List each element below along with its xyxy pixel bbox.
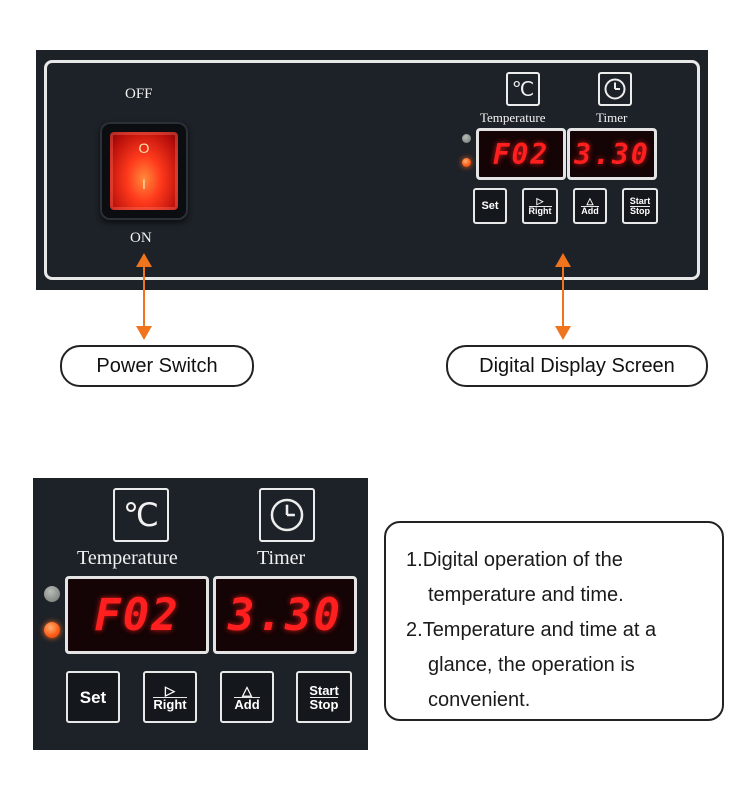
feature-2: 2.Temperature and time at a	[406, 619, 657, 641]
right-button-large[interactable]: ▷ Right	[143, 671, 197, 723]
feature-2-cont: glance, the operation is	[428, 654, 635, 676]
feature-2-cont2: convenient.	[428, 689, 531, 711]
switch-on-mark: I	[142, 176, 146, 192]
clock-icon-large	[259, 488, 315, 542]
off-label: OFF	[125, 86, 153, 102]
timer-label: Timer	[596, 110, 628, 125]
indicator-light-orange	[462, 158, 471, 167]
timer-display: 3.30	[567, 128, 657, 180]
indicator-light-grey	[462, 134, 471, 143]
add-button-large[interactable]: △ Add	[220, 671, 274, 723]
temperature-label: Temperature	[480, 110, 546, 125]
feature-1-cont: temperature and time.	[428, 584, 624, 606]
display-closeup-photo: ℃ Temperature Timer F02 3.30 Set ▷ Right…	[33, 478, 368, 750]
clock-icon	[598, 72, 632, 106]
feature-description-box: 1.Digital operation of the temperature a…	[384, 521, 724, 721]
timer-label-large: Timer	[257, 547, 306, 569]
set-button-large[interactable]: Set	[66, 671, 120, 723]
right-arrow-icon: ▷	[536, 195, 544, 206]
up-triangle-icon: △	[586, 195, 594, 206]
indicator-light-orange-large	[44, 622, 60, 638]
panel-frame	[44, 60, 700, 280]
add-button[interactable]: △ Add	[573, 188, 607, 224]
temperature-icon-large: ℃	[113, 488, 169, 542]
right-button[interactable]: ▷ Right	[522, 188, 558, 224]
up-triangle-icon-large: △	[242, 682, 252, 698]
indicator-light-grey-large	[44, 586, 60, 602]
set-button[interactable]: Set	[473, 188, 507, 224]
start-stop-button[interactable]: Start Stop	[622, 188, 658, 224]
feature-1: 1.Digital operation of the	[406, 549, 623, 571]
temperature-label-large: Temperature	[77, 547, 178, 569]
control-panel-photo: OFF O I ON ℃ Temperature Timer F02 3.30 …	[36, 50, 708, 290]
temperature-display-large: F02	[65, 576, 209, 654]
on-label: ON	[130, 230, 152, 246]
switch-off-mark: O	[138, 140, 150, 156]
start-stop-button-large[interactable]: Start Stop	[296, 671, 352, 723]
power-switch-callout: Power Switch	[60, 345, 254, 387]
right-arrow-icon-large: ▷	[165, 682, 175, 698]
power-switch-rocker[interactable]: O I	[110, 132, 178, 210]
timer-display-large: 3.30	[213, 576, 357, 654]
temperature-icon: ℃	[506, 72, 540, 106]
temperature-display: F02	[476, 128, 566, 180]
digital-display-callout: Digital Display Screen	[446, 345, 708, 387]
